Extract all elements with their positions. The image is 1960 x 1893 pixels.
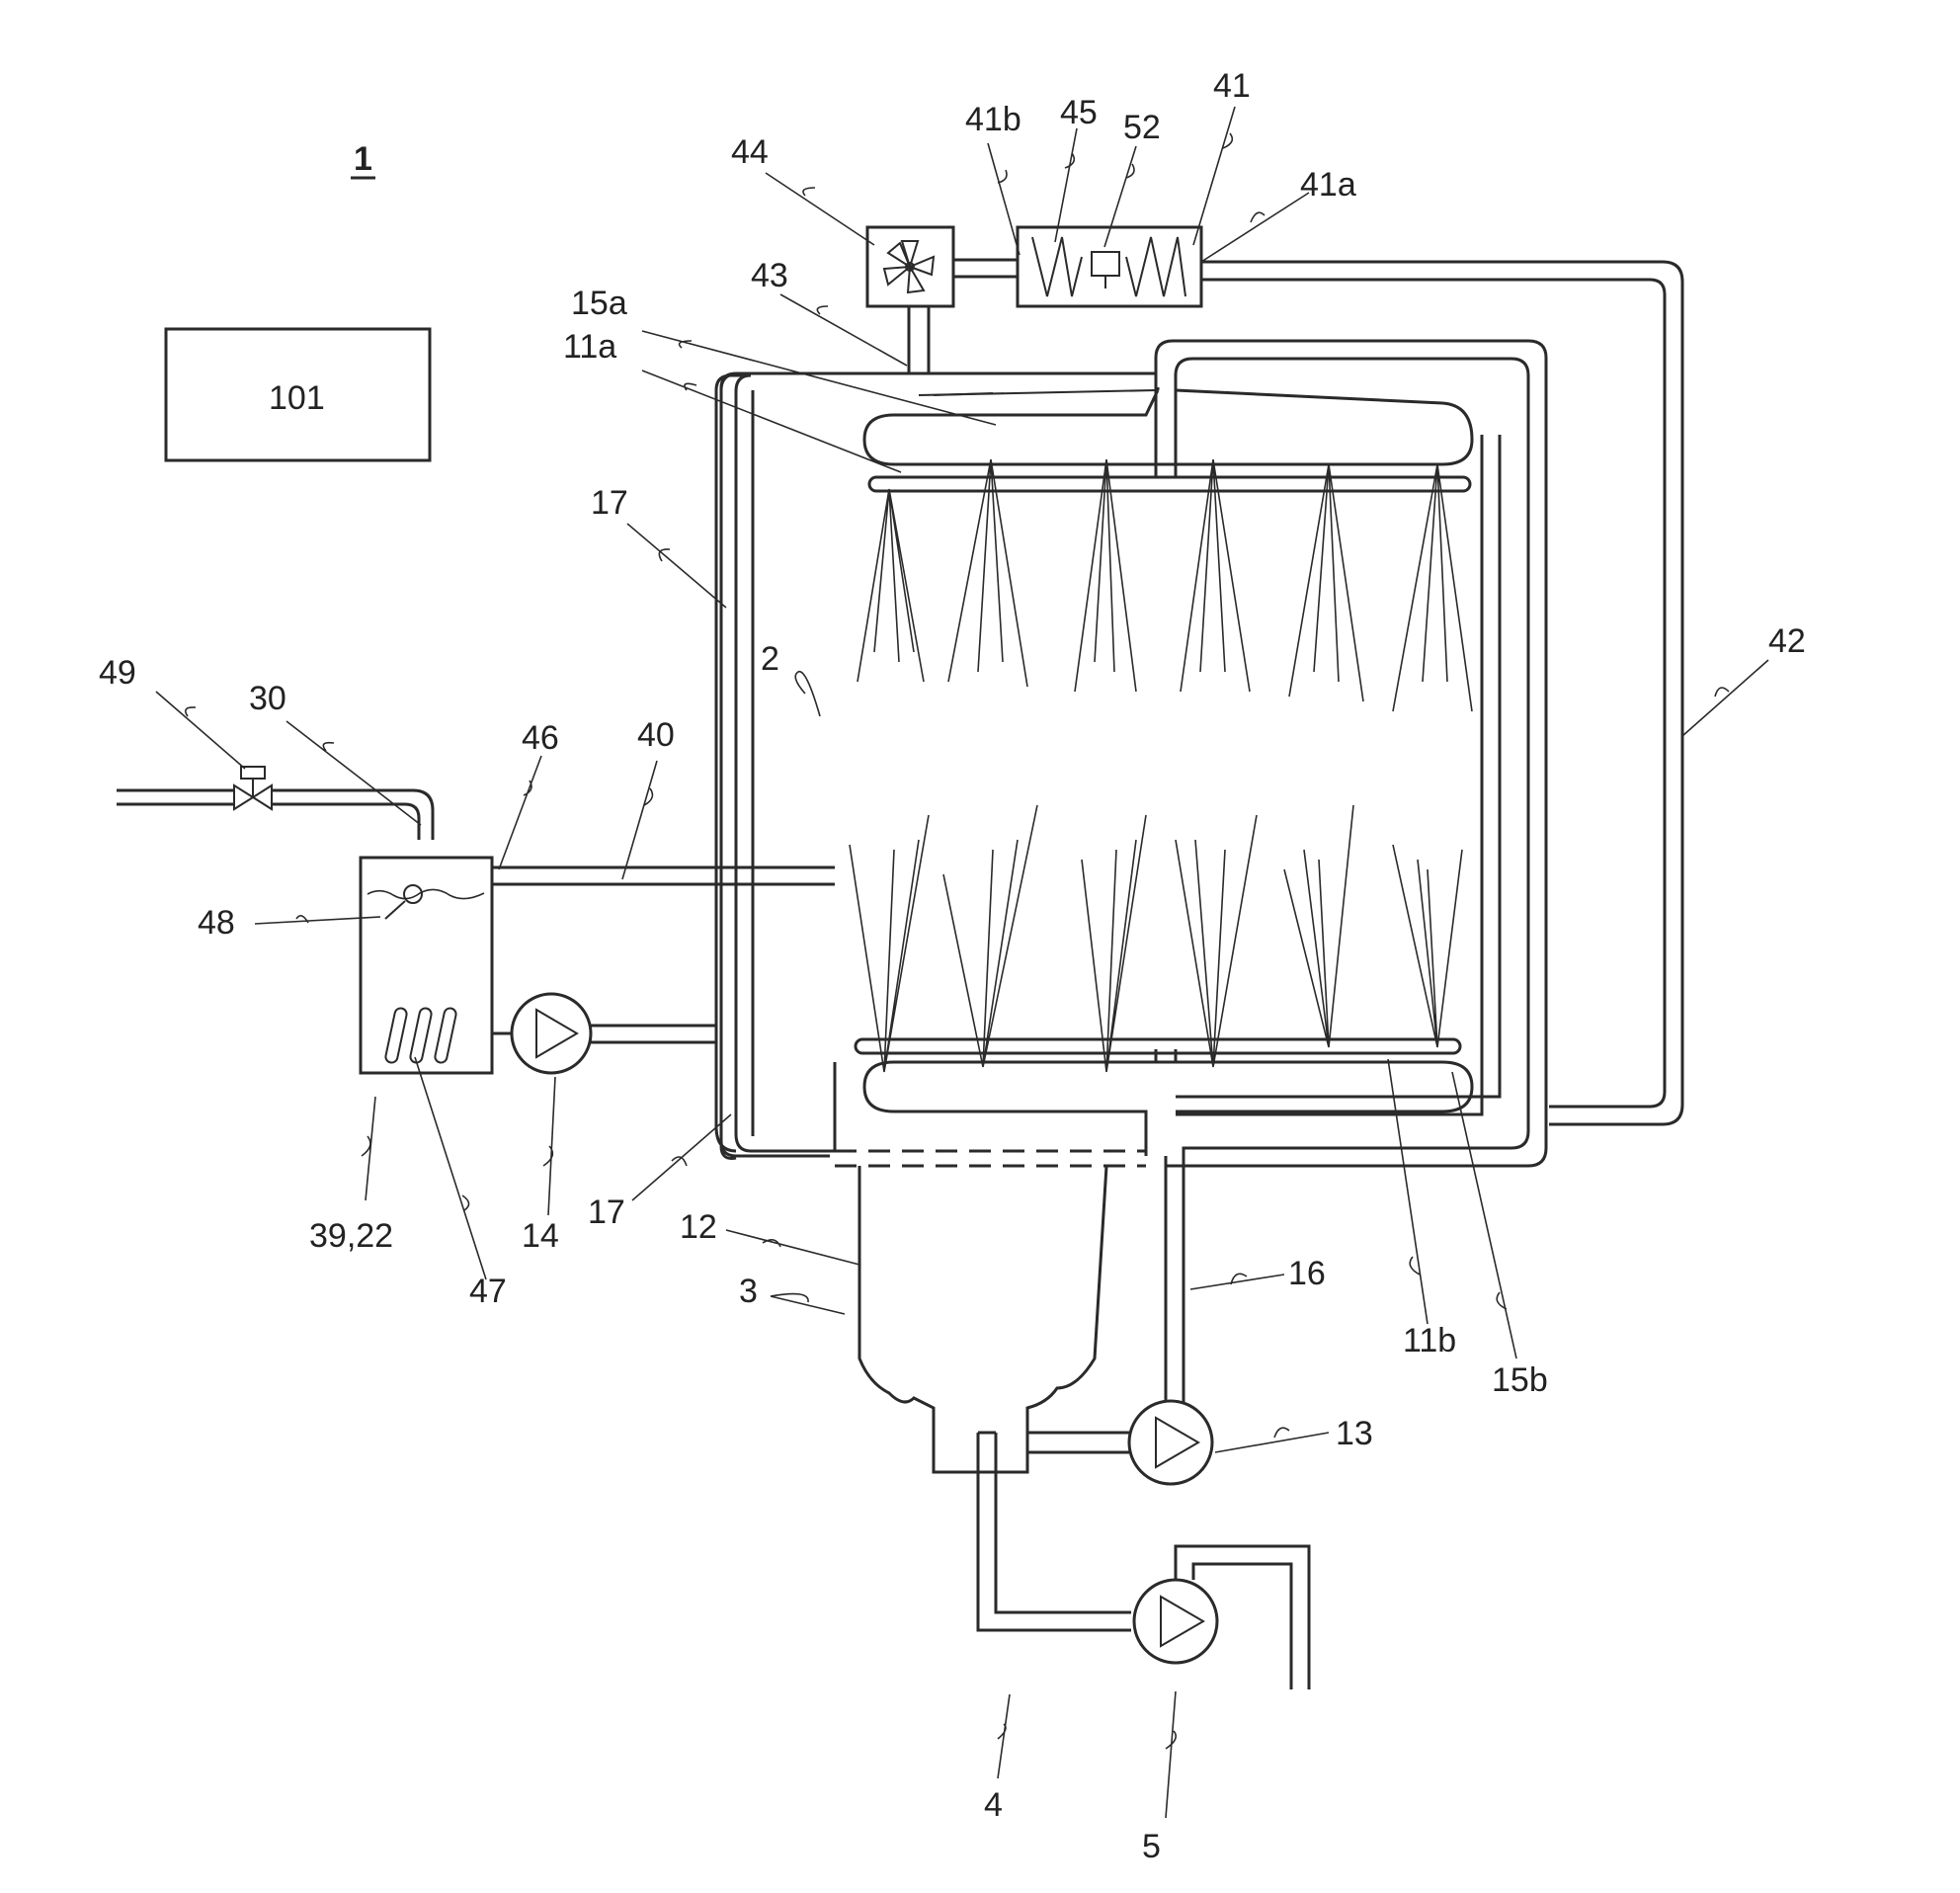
label-overflow-line: 40 — [637, 716, 675, 754]
blower-to-hx-duct — [953, 260, 1018, 277]
label-drain-line: 4 — [984, 1786, 1003, 1824]
label-tank: 2 — [761, 640, 779, 678]
label-hx-inlet: 41b — [965, 101, 1021, 138]
label-sump: 3 — [739, 1273, 758, 1310]
label-hx-coil: 45 — [1060, 94, 1098, 131]
label-bypass-line-lower: 17 — [588, 1193, 625, 1231]
label-upper-nozzles: 15a — [571, 285, 627, 322]
drain-line — [978, 1433, 1131, 1630]
upper-spray-fans — [858, 459, 1472, 711]
label-reservoir: 39,22 — [309, 1217, 393, 1255]
label-supply-pump: 14 — [522, 1217, 559, 1255]
circulation-pump — [1027, 1156, 1212, 1484]
label-reservoir-overflow: 46 — [522, 719, 559, 757]
label-vapor-duct: 43 — [751, 257, 788, 294]
bypass-line — [716, 373, 835, 1159]
label-drain-pump: 5 — [1142, 1828, 1161, 1865]
label-sump-wall: 12 — [680, 1208, 717, 1246]
label-circulation-pump: 13 — [1336, 1415, 1373, 1452]
upper-header — [864, 390, 1472, 464]
drain-pump — [1134, 1546, 1309, 1689]
reservoir — [361, 858, 492, 1073]
vapor-duct — [909, 306, 993, 395]
label-inlet-pipe: 30 — [249, 680, 286, 717]
label-return-duct: 42 — [1768, 622, 1806, 660]
label-inlet-valve: 49 — [99, 654, 136, 692]
label-upper-spray-arm: 11a — [563, 328, 616, 366]
upper-supply-line — [1156, 341, 1546, 1403]
overflow-line — [492, 867, 835, 884]
lower-header — [835, 1049, 1472, 1156]
label-condensate-collector: 52 — [1123, 109, 1161, 146]
heat-exchanger — [1018, 227, 1201, 306]
label-heater: 47 — [469, 1273, 507, 1310]
blower — [867, 227, 953, 306]
return-duct — [1200, 262, 1682, 1124]
label-lower-spray-arm: 11b — [1403, 1322, 1456, 1359]
label-pressure-line: 16 — [1288, 1255, 1326, 1292]
figure-number: 1 — [354, 140, 372, 178]
label-blower: 44 — [731, 133, 769, 171]
label-heat-exchanger: 41 — [1213, 67, 1251, 105]
label-float-switch: 48 — [198, 904, 235, 942]
control-unit-label: 101 — [269, 379, 325, 417]
sump — [835, 1151, 1146, 1472]
label-bypass-line-upper: 17 — [591, 484, 628, 522]
label-hx-outlet: 41a — [1300, 166, 1356, 204]
inlet-valve — [234, 767, 272, 809]
supply-pump — [492, 994, 716, 1073]
lower-spray-arm — [856, 1039, 1460, 1053]
label-lower-nozzles: 15b — [1492, 1361, 1548, 1399]
upper-spray-arm — [869, 477, 1470, 491]
control-unit: 101 — [166, 329, 430, 460]
lower-spray-fans — [850, 805, 1462, 1072]
